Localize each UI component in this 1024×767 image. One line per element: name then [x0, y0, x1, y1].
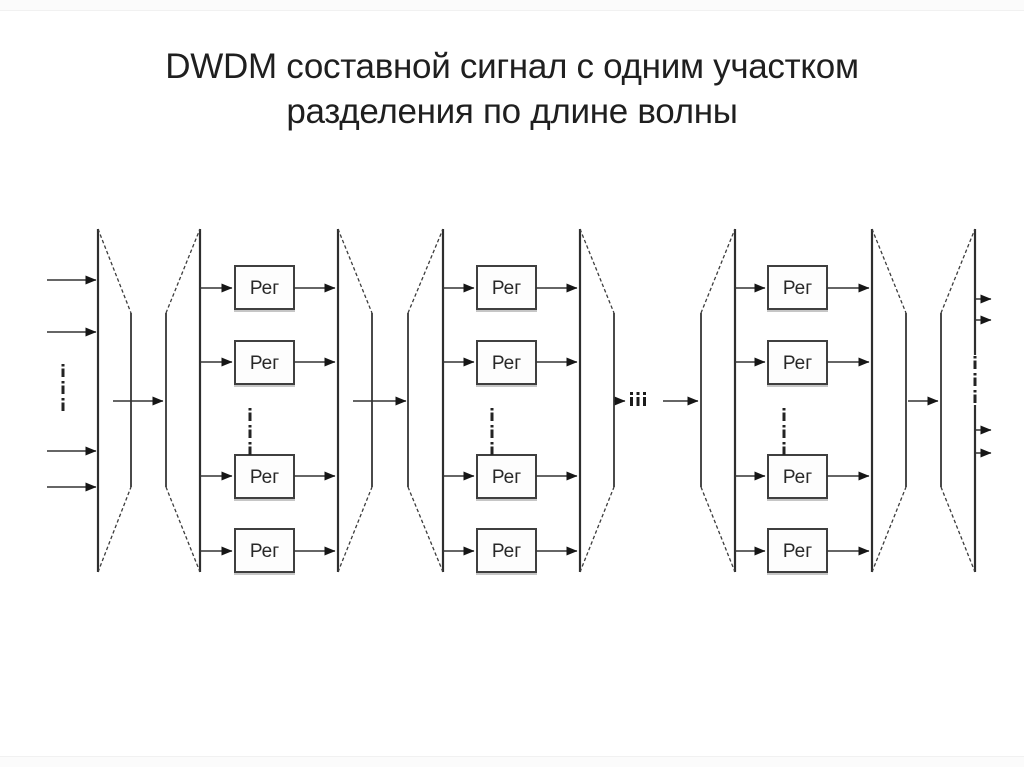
mux-1 — [96, 228, 132, 573]
reg-box-label: Рег — [492, 541, 521, 562]
reg-box-label: Рег — [783, 467, 812, 488]
output-arrows — [976, 294, 992, 458]
demux-1 — [165, 228, 202, 573]
reg-box — [476, 340, 537, 385]
reg-box-label: Рег — [492, 467, 521, 488]
slide-top-edge — [0, 0, 1024, 11]
slide-bottom-edge — [0, 756, 1024, 767]
slide-title: DWDM составной сигнал с одним участком р… — [0, 44, 1024, 134]
mux-3 — [578, 228, 615, 573]
reg-box-label: Рег — [783, 278, 812, 299]
reg-box-label: Рег — [783, 541, 812, 562]
reg-box-label: Рег — [783, 353, 812, 374]
omitted-sections-ellipsis — [614, 392, 699, 406]
reg-box-label: Рег — [250, 467, 279, 488]
regenerator-bank-1: Рег Рег Рег Рег — [200, 265, 336, 573]
regenerator-bank-2: Рег Рег Рег Рег — [443, 265, 578, 573]
reg-box — [476, 528, 537, 573]
reg-box — [476, 454, 537, 499]
demux-2 — [407, 228, 445, 573]
reg-box — [234, 340, 295, 385]
reg-box-label: Рег — [492, 353, 521, 374]
demux-4 — [700, 228, 737, 573]
reg-box — [767, 454, 828, 499]
slide-title-line-2: разделения по длине волны — [286, 92, 738, 131]
input-arrows — [47, 275, 97, 492]
reg-box — [234, 454, 295, 499]
demux-final — [940, 228, 977, 573]
reg-box-label: Рег — [250, 353, 279, 374]
slide-title-line-1: DWDM составной сигнал с одним участком — [165, 47, 859, 86]
reg-box — [234, 528, 295, 573]
mux-2 — [336, 228, 373, 573]
regenerator-bank-3: Рег Рег Рег Рег — [735, 265, 870, 573]
reg-box-label: Рег — [492, 278, 521, 299]
mux-5 — [870, 228, 907, 573]
reg-box-label: Рег — [250, 541, 279, 562]
reg-box — [234, 265, 295, 310]
reg-box-label: Рег — [250, 278, 279, 299]
reg-box — [767, 340, 828, 385]
